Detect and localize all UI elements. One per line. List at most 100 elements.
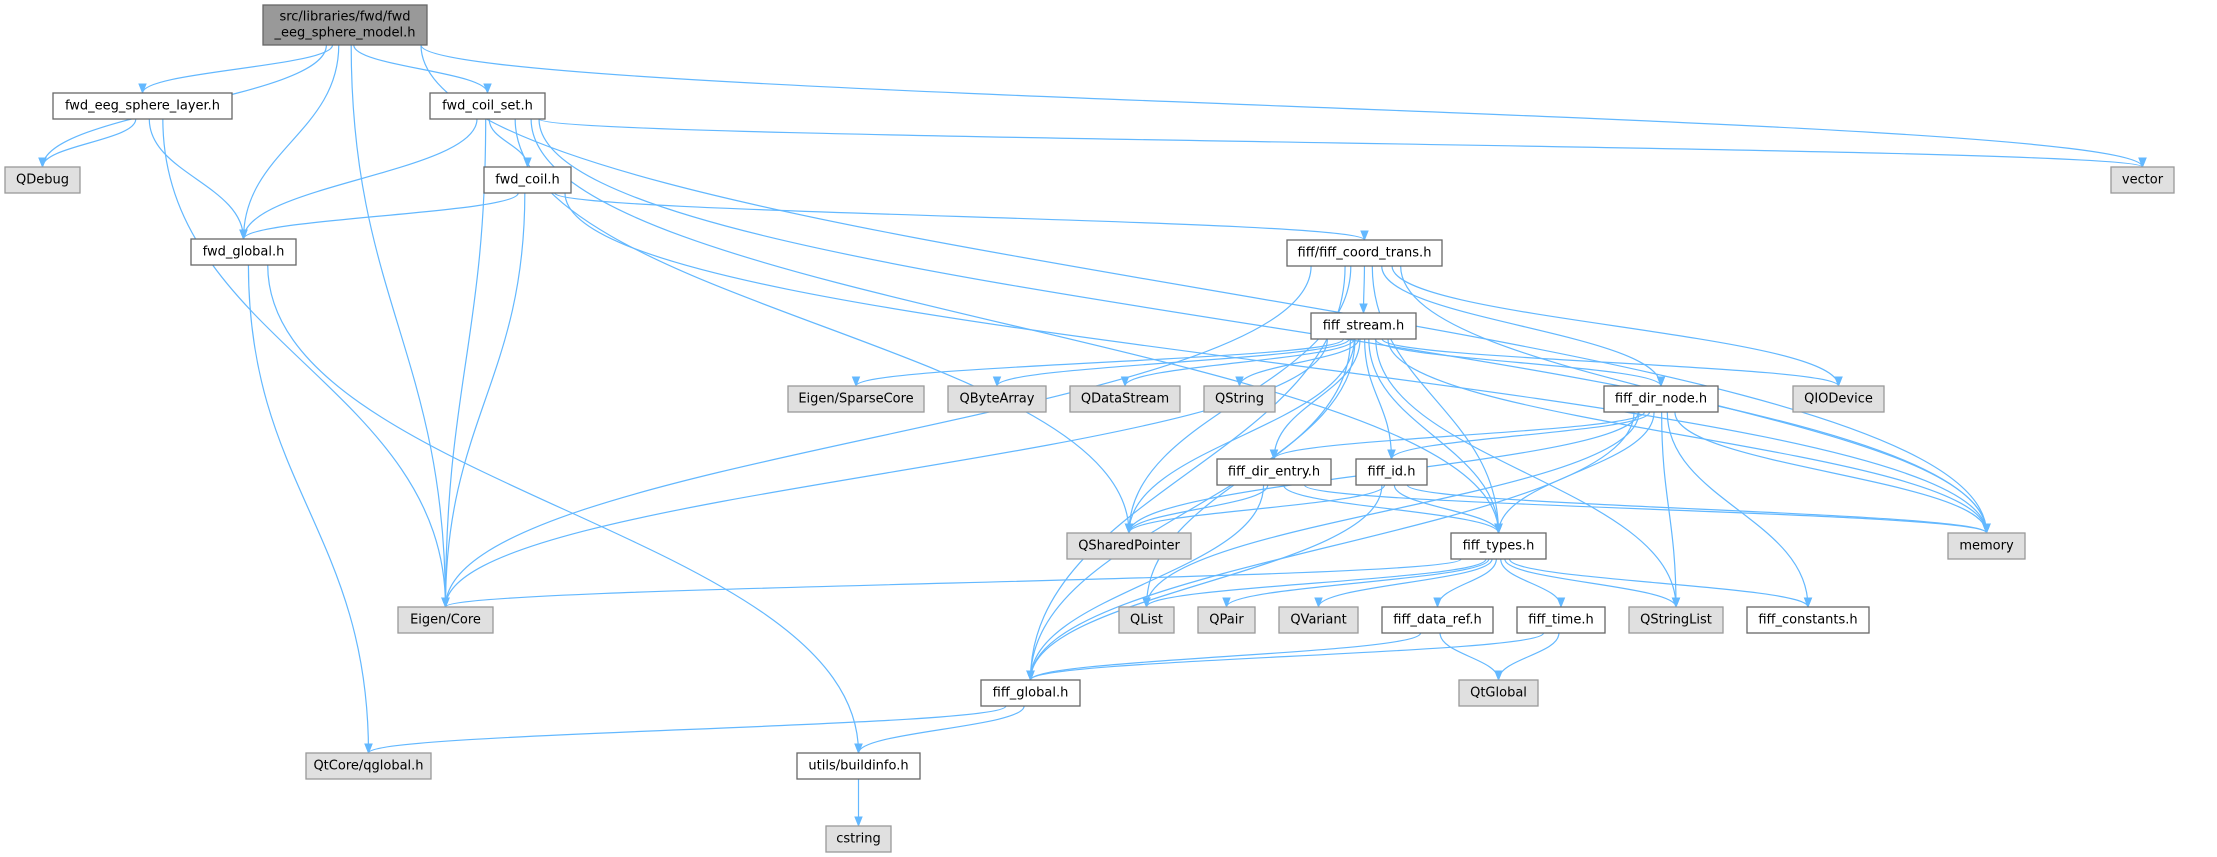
node-qdebug[interactable]: QDebug [4, 166, 81, 194]
edge-root-to-vector [420, 44, 2147, 169]
node-box [825, 825, 892, 853]
node-box [1203, 385, 1276, 413]
node-box [1278, 606, 1359, 634]
edge-fiff-types-to-qlist [1142, 558, 1487, 609]
edge-fiff-dir-entry-to-fiff-types [1283, 484, 1503, 535]
edge-fiff-coord-trans-to-qiodevice [1391, 265, 1843, 388]
node-qlist[interactable]: QList [1118, 606, 1175, 634]
edge-root-to-fwd-coil-set [353, 44, 492, 95]
node-box [2110, 166, 2175, 194]
node-fwd-global[interactable]: fwd_global.h [190, 238, 297, 266]
edge-fiff-stream-to-qsharedpointer [1124, 338, 1355, 535]
node-qstringlist[interactable]: QStringList [1628, 606, 1724, 634]
node-qvariant[interactable]: QVariant [1278, 606, 1359, 634]
node-label: fiff_global.h [993, 686, 1069, 701]
node-label: fiff_constants.h [1758, 613, 1857, 628]
node-box [1458, 679, 1539, 707]
node-label: fiff_stream.h [1323, 319, 1405, 334]
node-eigen-sparsecore[interactable]: Eigen/SparseCore [787, 385, 925, 413]
node-fwd-coil[interactable]: fwd_coil.h [483, 166, 572, 194]
edge-root-to-fwd-global [239, 44, 340, 241]
node-fwd-eeg-sphere-layer[interactable]: fwd_eeg_sphere_layer.h [52, 92, 233, 120]
edge-fiff-types-to-fiff-constants [1508, 558, 1813, 609]
node-label: QString [1215, 392, 1264, 407]
node-fiff-stream[interactable]: fiff_stream.h [1310, 312, 1417, 340]
node-label: QDataStream [1081, 392, 1169, 407]
node-label: fwd_coil.h [495, 173, 559, 188]
edge-fiff-global-to-qtcore-qglobal [364, 705, 1007, 755]
node-box [1947, 532, 2026, 560]
node-fiff-data-ref[interactable]: fiff_data_ref.h [1381, 606, 1494, 634]
node-eigen-core[interactable]: Eigen/Core [397, 606, 494, 634]
node-qsharedpointer[interactable]: QSharedPointer [1066, 532, 1192, 560]
edge-fiff-stream-to-eigen-sparsecore [851, 338, 1345, 388]
node-fiff-dir-node[interactable]: fiff_dir_node.h [1603, 385, 1719, 413]
node-label: Eigen/SparseCore [798, 392, 913, 407]
edge-fiff-data-ref-to-qtglobal [1439, 632, 1503, 682]
node-box [429, 92, 546, 120]
edge-fwd-global-to-qtcore-qglobal [247, 264, 373, 755]
node-fiff-dir-entry[interactable]: fiff_dir_entry.h [1216, 458, 1332, 486]
node-box [1286, 239, 1443, 267]
node-box [980, 679, 1081, 707]
edge-fiff-dir-entry-to-memory [1303, 484, 1991, 535]
node-box [1746, 606, 1870, 634]
node-qtcore-qglobal[interactable]: QtCore/qglobal.h [305, 752, 432, 780]
node-cstring[interactable]: cstring [825, 825, 892, 853]
edge-fiff-time-to-fiff-global [1026, 632, 1545, 682]
node-label: QSharedPointer [1078, 539, 1180, 554]
node-box [1118, 606, 1175, 634]
edge-fiff-data-ref-to-fiff-global [1026, 632, 1422, 682]
edge-fiff-stream-to-eigen-core [441, 338, 1328, 609]
node-qtglobal[interactable]: QtGlobal [1458, 679, 1539, 707]
node-fwd-coil-set[interactable]: fwd_coil_set.h [429, 92, 546, 120]
node-box [1310, 312, 1417, 340]
edge-fwd-eeg-sphere-layer-to-fwd-global [148, 118, 248, 241]
node-vector[interactable]: vector [2110, 166, 2175, 194]
edge-fwd-coil-to-eigen-core [441, 192, 526, 609]
node-fiff-id[interactable]: fiff_id.h [1355, 458, 1428, 486]
node-box [305, 752, 432, 780]
node-fiff-global[interactable]: fiff_global.h [980, 679, 1081, 707]
node-label: QtCore/qglobal.h [313, 759, 423, 774]
node-label: fiff/fiff_coord_trans.h [1298, 246, 1432, 261]
node-qstring[interactable]: QString [1203, 385, 1276, 413]
node-utils-buildinfo[interactable]: utils/buildinfo.h [796, 752, 921, 780]
edge-fiff-stream-to-fiff-global [1026, 338, 1351, 682]
edge-fwd-global-to-utils-buildinfo [267, 264, 863, 755]
node-qpair[interactable]: QPair [1197, 606, 1256, 634]
node-label: fiff_dir_node.h [1615, 392, 1707, 407]
edge-fiff-stream-to-memory [1387, 338, 1991, 535]
edge-fiff-global-to-utils-buildinfo [854, 705, 1025, 755]
edge-root-to-memory [420, 44, 1991, 535]
edge-fiff-stream-to-qdatastream [1120, 338, 1355, 388]
node-label: QList [1130, 613, 1163, 628]
node-memory[interactable]: memory [1947, 532, 2026, 560]
edge-root-to-fwd-eeg-sphere-layer [138, 44, 334, 95]
node-label: cstring [836, 832, 880, 847]
node-fiff-constants[interactable]: fiff_constants.h [1746, 606, 1870, 634]
node-qdatastream[interactable]: QDataStream [1069, 385, 1181, 413]
edge-fiff-dir-node-to-memory [1674, 411, 1991, 535]
edge-fiff-id-to-memory [1406, 484, 1991, 535]
node-box [262, 4, 428, 46]
edge-fiff-dir-node-to-fiff-global [1026, 411, 1635, 682]
node-label: src/libraries/fwd/fwd [279, 10, 410, 25]
edge-fiff-types-to-qstringlist [1504, 558, 1681, 609]
edge-fiff-stream-to-fiff-id [1364, 338, 1396, 461]
node-fiff-coord-trans[interactable]: fiff/fiff_coord_trans.h [1286, 239, 1443, 267]
node-fiff-types[interactable]: fiff_types.h [1450, 532, 1547, 560]
node-box [1628, 606, 1724, 634]
node-box [1216, 458, 1332, 486]
edge-fwd-coil-to-memory [564, 192, 1991, 535]
node-qbytearray[interactable]: QByteArray [947, 385, 1047, 413]
node-label: fiff_data_ref.h [1393, 613, 1482, 628]
edge-fiff-stream-to-qbytearray [992, 338, 1350, 388]
node-label: utils/buildinfo.h [808, 759, 908, 774]
node-fiff-time[interactable]: fiff_time.h [1516, 606, 1606, 634]
node-root[interactable]: src/libraries/fwd/fwd_eeg_sphere_model.h [262, 4, 428, 46]
node-box [190, 238, 297, 266]
node-box [1450, 532, 1547, 560]
edge-fwd-coil-set-to-qsharedpointer [514, 118, 1134, 535]
node-qiodevice[interactable]: QIODevice [1792, 385, 1885, 413]
